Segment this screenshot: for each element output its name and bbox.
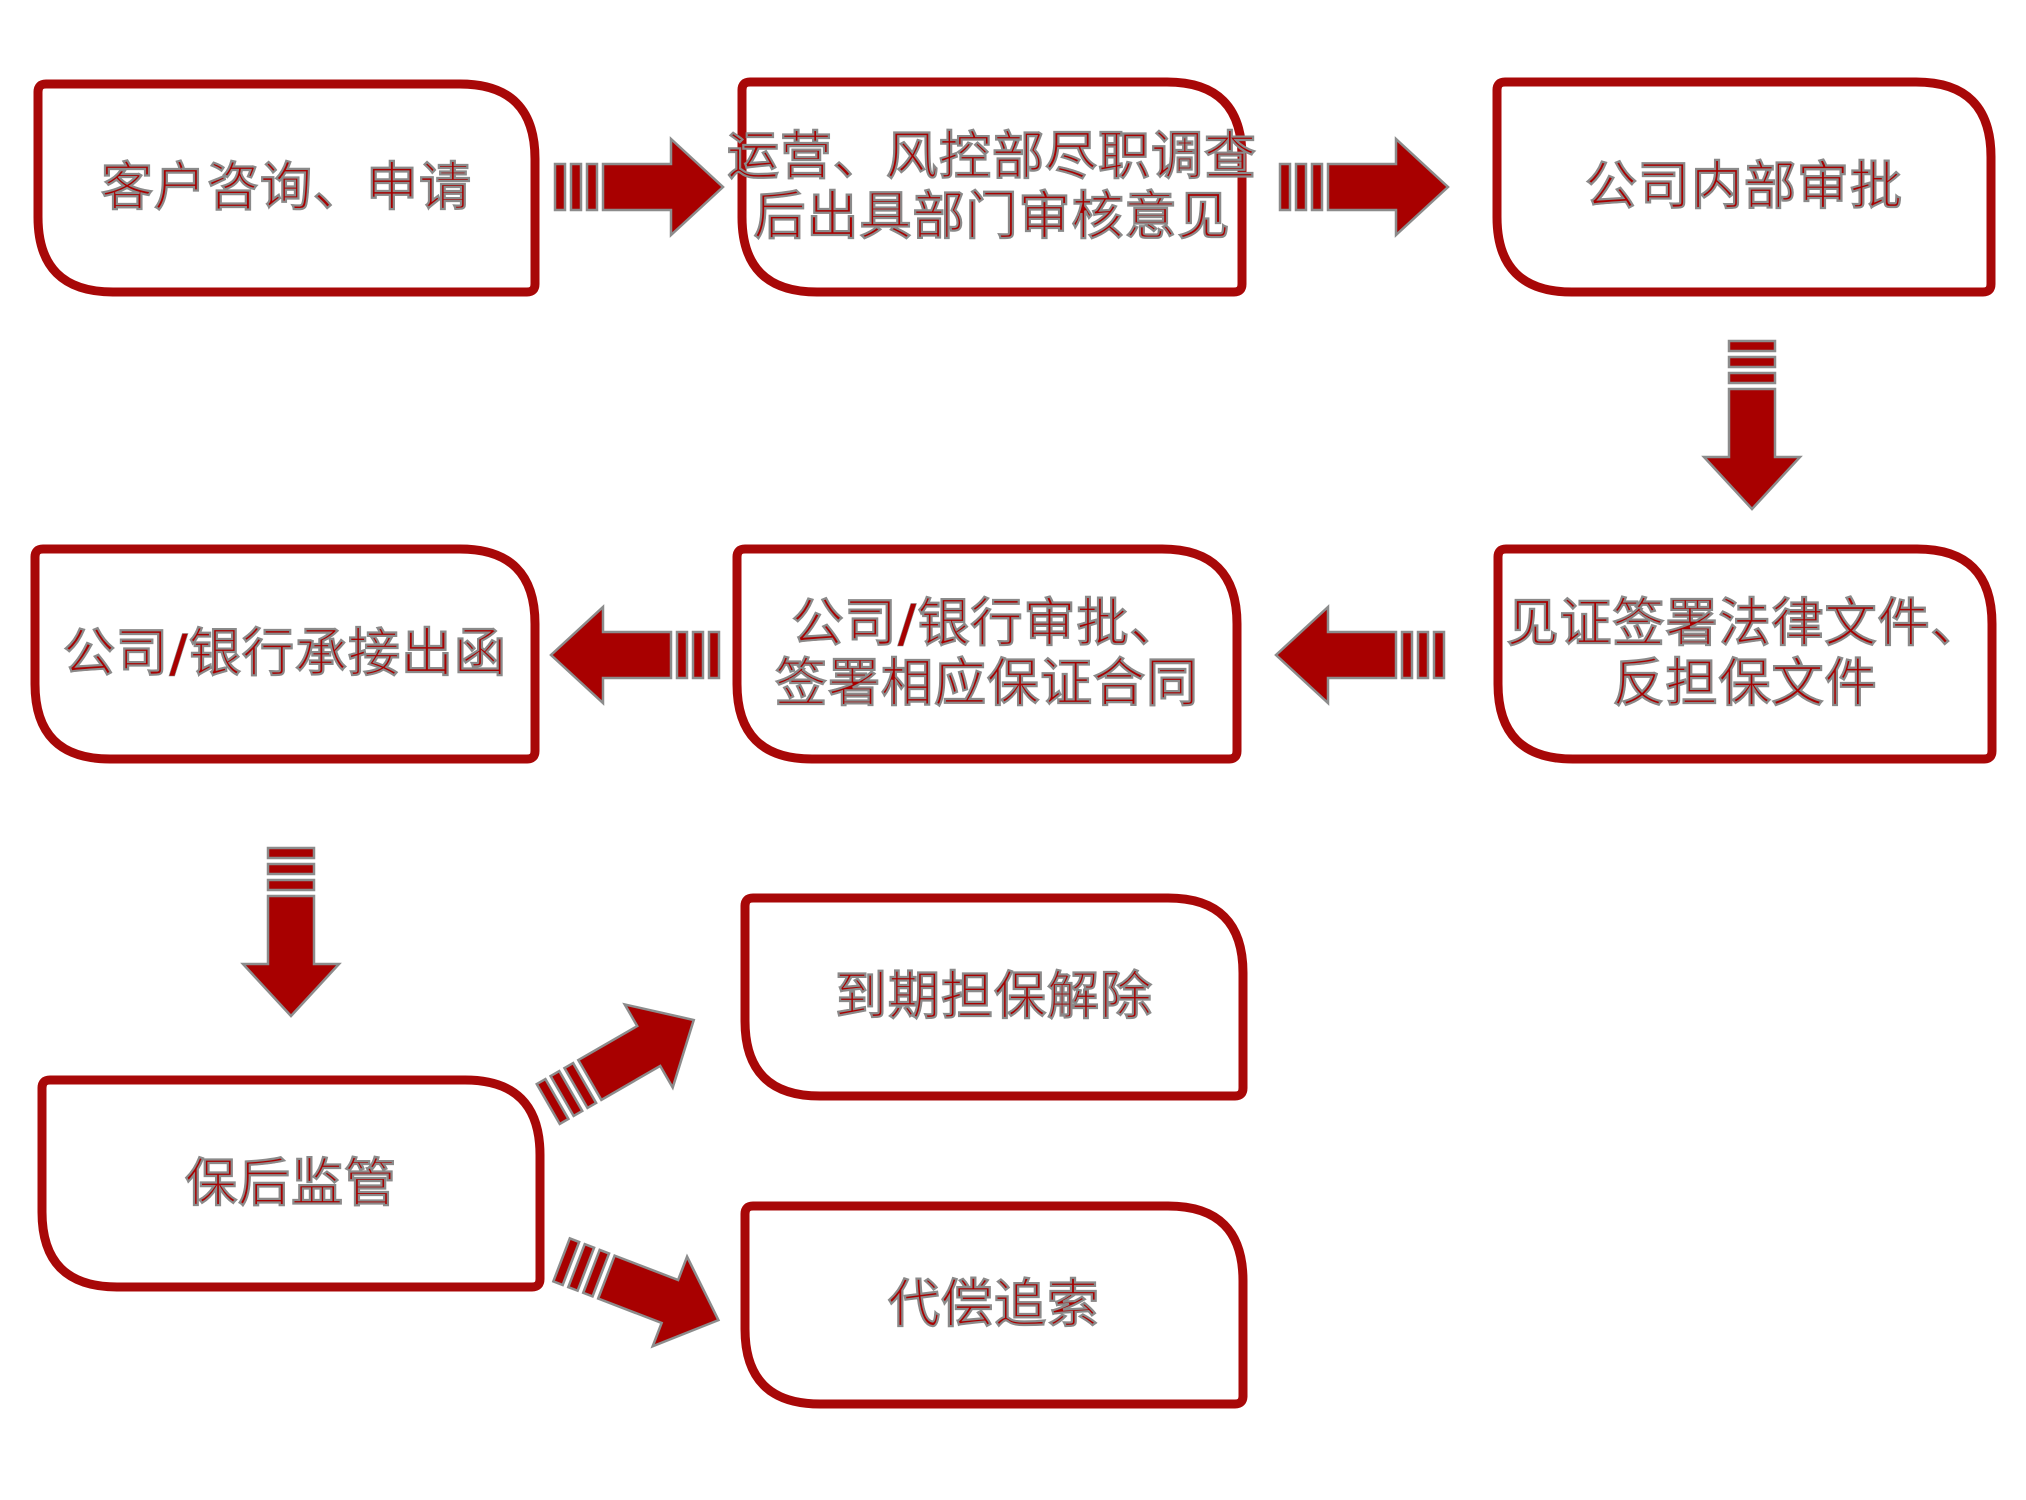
node-label-internal-approval: 公司内部审批: [1497, 82, 1991, 292]
arrow-stripe: [1278, 162, 1292, 212]
arrow-left-icon: [549, 604, 721, 706]
arrow-stripe: [266, 878, 316, 892]
node-box-compensation-recovery: [740, 1201, 1248, 1409]
node-box-sign-legal-docs: [1493, 544, 1997, 764]
arrow-stripe: [1727, 371, 1777, 385]
arrow-stripe: [562, 1061, 598, 1110]
arrow-down-icon: [1701, 339, 1803, 511]
arrow-stripe: [535, 1077, 571, 1126]
node-box-guarantee-release: [740, 893, 1248, 1101]
arrow-head-icon: [1701, 387, 1803, 511]
arrow-up-right-icon: [535, 1002, 696, 1126]
arrow-stripe: [691, 630, 705, 680]
node-label-line: 客户咨询、申请: [100, 158, 472, 219]
arrow-head-icon: [1274, 604, 1398, 706]
node-label-bank-approval: 公司/银行审批、 签署相应保证合同: [737, 549, 1237, 759]
node-box-due-diligence: [737, 77, 1247, 297]
arrow-right-icon: [553, 136, 725, 238]
arrow-stripe: [707, 630, 721, 680]
arrow-right-icon: [1278, 136, 1450, 238]
node-label-line: 代偿追索: [887, 1275, 1100, 1336]
node-box-bank-approval: [732, 544, 1242, 764]
arrow-stripe: [581, 1248, 611, 1299]
arrow-stripe: [1727, 355, 1777, 369]
arrow-down-icon: [240, 846, 342, 1018]
node-box-internal-approval: [1492, 77, 1996, 297]
arrow-stripe: [1400, 630, 1414, 680]
node-label-compensation-recovery: 代偿追索: [745, 1206, 1243, 1404]
node-label-line: 签署相应保证合同: [774, 654, 1199, 715]
node-label-due-diligence: 运营、风控部尽职调查 后出具部门审核意见: [727, 82, 1257, 292]
node-box-customer-inquiry: [33, 79, 540, 297]
node-label-line: 保后监管: [184, 1153, 397, 1214]
arrow-head-icon: [549, 604, 673, 706]
boxes-layer: [30, 77, 1997, 1409]
node-box-post-guarantee-supervision: [37, 1075, 545, 1292]
node-label-line: 见证签署法律文件、: [1506, 594, 1984, 655]
arrow-stripe: [675, 630, 689, 680]
arrow-stripe: [553, 162, 567, 212]
arrow-head-icon: [596, 1253, 721, 1349]
arrow-stripe: [266, 862, 316, 876]
arrow-stripe: [266, 846, 316, 860]
arrow-stripe: [585, 162, 599, 212]
node-label-line: 公司内部审批: [1584, 157, 1903, 218]
node-label-guarantee-release: 到期担保解除: [745, 898, 1243, 1096]
node-label-line: 反担保文件: [1612, 654, 1878, 715]
arrow-stripe: [1294, 162, 1308, 212]
arrow-stripe: [1727, 339, 1777, 353]
arrow-head-icon: [601, 136, 725, 238]
node-label-line: 运营、风控部尽职调查: [727, 127, 1258, 188]
arrow-head-icon: [576, 1002, 696, 1102]
node-label-line: 公司/银行审批、: [791, 594, 1183, 655]
arrow-down-right-icon: [551, 1236, 721, 1349]
node-label-customer-inquiry: 客户咨询、申请: [38, 84, 535, 292]
node-label-line: 后出具部门审核意见: [753, 187, 1231, 248]
arrow-stripe: [548, 1069, 584, 1118]
arrow-stripe: [1432, 630, 1446, 680]
arrow-stripe: [1310, 162, 1324, 212]
arrow-left-icon: [1274, 604, 1446, 706]
arrow-stripe: [551, 1236, 581, 1287]
arrow-head-icon: [240, 894, 342, 1018]
arrow-head-icon: [1326, 136, 1450, 238]
node-label-issue-letter: 公司/银行承接出函: [35, 549, 535, 759]
node-label-sign-legal-docs: 见证签署法律文件、 反担保文件: [1498, 549, 1992, 759]
arrow-stripe: [566, 1242, 596, 1293]
arrow-stripe: [1416, 630, 1430, 680]
node-box-issue-letter: [30, 544, 540, 764]
arrows-layer: [240, 136, 1803, 1349]
arrow-stripe: [569, 162, 583, 212]
node-label-line: 公司/银行承接出函: [63, 624, 507, 685]
node-label-post-guarantee-supervision: 保后监管: [42, 1080, 540, 1287]
node-label-line: 到期担保解除: [834, 967, 1153, 1028]
